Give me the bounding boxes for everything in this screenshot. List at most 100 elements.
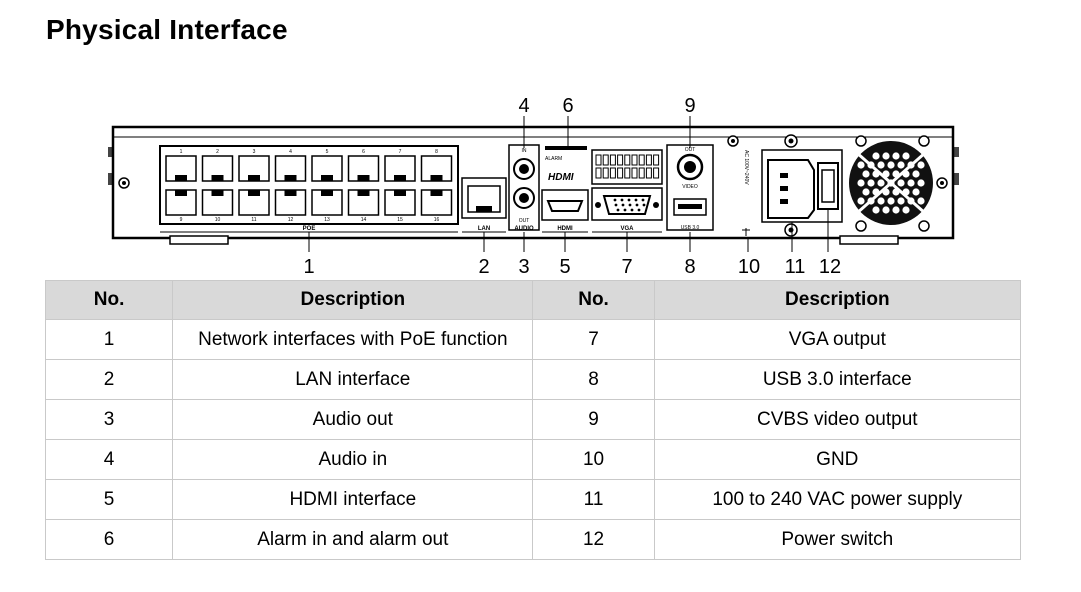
poe-port-number: 8 — [435, 149, 438, 155]
poe-port — [420, 189, 453, 216]
page-title: Physical Interface — [46, 14, 288, 45]
fan-hole — [912, 188, 920, 196]
vga-pin — [630, 208, 634, 212]
poe-port-number: 14 — [361, 217, 367, 223]
poe-port — [165, 155, 197, 182]
vga-pin — [641, 198, 645, 202]
poe-port-number: 11 — [251, 217, 256, 223]
cell-description: USB 3.0 interface — [653, 359, 1022, 400]
alarm-pin — [617, 154, 624, 166]
alarm-pin — [638, 167, 645, 179]
table-row: 1 Network interfaces with PoE function 7… — [44, 319, 1022, 360]
poe-port-number: 1 — [180, 149, 183, 155]
usb-label: USB 3.0 — [681, 225, 700, 231]
callouts: 4 6 9 1 2 3 5 7 8 10 11 12 — [303, 95, 841, 278]
alarm-pin — [609, 154, 616, 166]
vga-pin — [621, 203, 625, 207]
fan-hole — [892, 206, 900, 214]
fan-hole — [887, 161, 895, 169]
poe-port — [165, 189, 197, 216]
cell-no: 9 — [532, 399, 655, 440]
vga-pin — [642, 203, 646, 207]
alarm-pin — [638, 154, 645, 166]
alarm-pin — [595, 167, 602, 179]
callout-11: 11 — [785, 256, 806, 278]
fan-hole — [857, 161, 865, 169]
callout-lines — [308, 116, 829, 252]
audio-in-label: IN — [522, 148, 527, 154]
poe-port-number: 15 — [397, 217, 403, 223]
interface-table: No. Description No. Description 1 Networ… — [44, 280, 1022, 560]
alarm-label: ALARM — [545, 156, 562, 162]
cell-no: 1 — [44, 319, 174, 360]
poe-port-number: 9 — [180, 217, 183, 223]
callout-12: 12 — [819, 256, 841, 278]
poe-port — [384, 155, 416, 182]
cell-description: GND — [653, 439, 1022, 480]
fan-hole — [892, 152, 900, 160]
poe-port-number: 12 — [288, 217, 294, 223]
poe-port — [311, 189, 343, 216]
alarm-pin — [624, 154, 631, 166]
poe-port — [238, 189, 270, 216]
audio-ports: IN OUT AUDIO — [508, 144, 540, 232]
vga-pin — [635, 203, 639, 207]
cell-no: 6 — [44, 519, 174, 560]
cell-no: 7 — [532, 319, 655, 360]
cell-no: 3 — [44, 399, 174, 440]
vga-pin — [620, 198, 624, 202]
alarm-pin — [645, 167, 652, 179]
alarm-pin — [653, 154, 660, 166]
poe-port — [201, 189, 234, 216]
cell-description: 100 to 240 VAC power supply — [653, 479, 1022, 520]
alarm-pin — [645, 154, 652, 166]
table-row: 3 Audio out 9 CVBS video output — [44, 399, 1022, 440]
alarm-terminal: ALARM — [545, 146, 663, 185]
cell-description: VGA output — [653, 319, 1022, 360]
fan-hole — [877, 161, 885, 169]
fan-hole — [897, 161, 905, 169]
fan-hole — [872, 206, 880, 214]
cell-no: 12 — [532, 519, 655, 560]
cell-description: Audio out — [172, 399, 534, 440]
poe-port-number: 4 — [289, 149, 292, 155]
poe-port-number: 6 — [362, 149, 365, 155]
vga-pin — [637, 208, 641, 212]
fan-hole — [857, 197, 865, 205]
fan-hole — [917, 197, 925, 205]
hdmi-label: HDMI — [557, 226, 573, 232]
poe-port — [201, 155, 234, 182]
table-row: 4 Audio in 10 GND — [44, 439, 1022, 480]
lan-port: LAN — [461, 177, 507, 233]
fan-hole — [897, 179, 905, 187]
fan-hole — [882, 206, 890, 214]
poe-port-number: 13 — [324, 217, 330, 223]
callout-3: 3 — [518, 256, 529, 278]
header-no-left: No. — [44, 280, 174, 320]
vga-pin — [623, 208, 627, 212]
vga-pin — [616, 208, 620, 212]
fan-hole — [907, 179, 915, 187]
fan-hole — [902, 152, 910, 160]
cell-no: 8 — [532, 359, 655, 400]
cell-description: Network interfaces with PoE function — [172, 319, 534, 360]
poe-port — [274, 189, 307, 216]
fan-hole — [917, 161, 925, 169]
vga-pin — [634, 198, 638, 202]
table-row: 5 HDMI interface 11 100 to 240 VAC power… — [44, 479, 1022, 520]
video-usb-ports: OUT VIDEO USB 3.0 — [666, 144, 714, 231]
callout-10: 10 — [738, 256, 760, 278]
callout-5: 5 — [559, 256, 570, 278]
power-switch — [817, 162, 839, 210]
header-description-right: Description — [653, 280, 1022, 320]
poe-port-number: 2 — [216, 149, 219, 155]
poe-port — [420, 155, 453, 182]
vga-label: VGA — [620, 226, 634, 232]
poe-port — [274, 155, 307, 182]
alarm-pin — [602, 154, 609, 166]
hdmi-logo: HDMI — [548, 172, 574, 183]
fan-hole — [862, 188, 870, 196]
callout-2: 2 — [478, 256, 489, 278]
callout-4: 4 — [518, 95, 529, 117]
